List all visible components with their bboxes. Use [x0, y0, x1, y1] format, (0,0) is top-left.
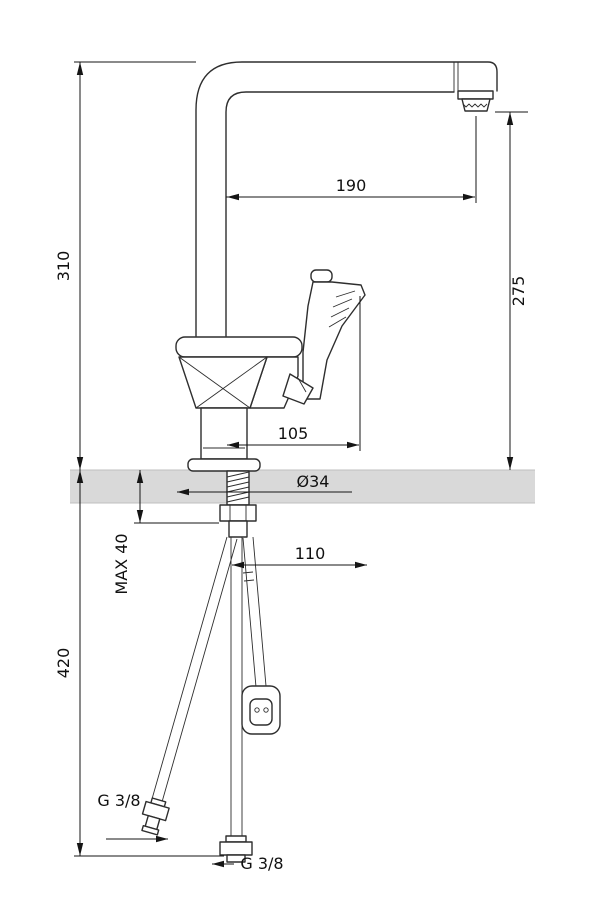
pullout-hose-weight: [241, 685, 281, 735]
spray-head-collar: [457, 90, 494, 100]
spray-head-seam: [453, 62, 459, 92]
body-flange: [175, 336, 303, 358]
side-outlet: [282, 373, 314, 405]
dim-label-max-deck-thickness: MAX 40: [112, 533, 131, 594]
dimension-arrowheads: [76, 62, 514, 868]
bottom-hose-fitting: [219, 835, 253, 863]
mounting-nut: [219, 504, 257, 522]
base-escutcheon: [187, 458, 261, 472]
weight-dot-right: [263, 707, 269, 713]
spout-outer-edge: [195, 61, 498, 337]
side-outlet-line: [297, 377, 307, 393]
fitting-tail: [226, 854, 246, 863]
body-neck: [200, 407, 248, 460]
faucet-body: [175, 336, 314, 472]
countertop-edges: [70, 469, 535, 504]
dim-label-base-diameter: Ø34: [297, 472, 330, 491]
dimension-lines: [74, 61, 528, 868]
hose-lines: [151, 536, 267, 836]
dim-label-height-above: 310: [54, 251, 73, 282]
shank-stub: [228, 520, 248, 538]
aerator-serration: [462, 103, 488, 108]
dim-label-spout-reach: 190: [336, 176, 367, 195]
dim-label-height-below: 420: [54, 648, 73, 679]
handle-lever: [302, 269, 366, 400]
spout-inner-edge: [225, 91, 455, 337]
hoses: [141, 536, 281, 863]
lever-knob: [310, 269, 333, 283]
weight-slot: [249, 698, 273, 726]
dim-label-handle-reach: 105: [278, 424, 309, 443]
body-cross-lines: [178, 356, 268, 409]
spout: [195, 61, 498, 337]
fitting-collar: [225, 835, 247, 843]
lever-blade: [302, 281, 366, 400]
countertop: [70, 469, 535, 504]
dim-label-hose-reach: 110: [295, 544, 326, 563]
dim-label-thread-bottom: G 3/8: [240, 854, 283, 873]
weight-dot-left: [254, 707, 260, 713]
fitting-tip: [141, 824, 160, 836]
dim-label-spout-height: 275: [509, 276, 528, 307]
dim-label-thread-left: G 3/8: [97, 791, 140, 810]
countertop-band: [70, 470, 535, 503]
thread-hatch: [226, 471, 250, 503]
extension-lines: [74, 61, 528, 857]
nut-facets: [229, 505, 247, 521]
dimension-labels: 310 420 190 275 105 Ø34 MAX 40 110 G 3/8…: [54, 176, 528, 873]
dimension-rules: [79, 62, 511, 865]
mounting-shank: [219, 470, 257, 538]
left-hose-fitting: [141, 797, 170, 836]
lever-shading: [328, 290, 356, 328]
